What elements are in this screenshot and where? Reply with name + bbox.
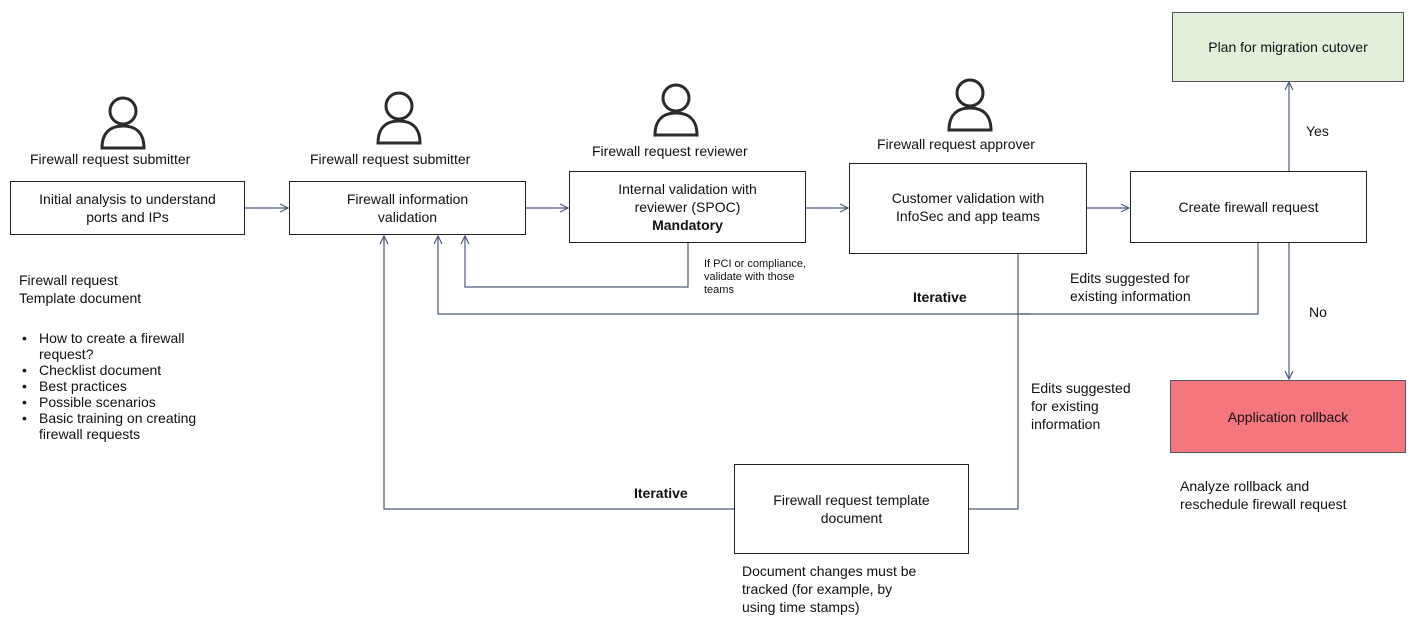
list-item-text: How to create a firewall bbox=[39, 330, 185, 346]
list-item: How to create a firewall request? bbox=[19, 330, 259, 362]
note-text: Template document bbox=[19, 290, 142, 306]
box-text: document bbox=[820, 510, 883, 526]
box-text: validation bbox=[377, 209, 438, 225]
box-text: ports and IPs bbox=[86, 209, 169, 225]
box-text: InfoSec and app teams bbox=[896, 208, 1040, 224]
note-text: using time stamps) bbox=[742, 599, 860, 615]
note-text: Document changes must be bbox=[742, 563, 917, 579]
initial-analysis-box: Initial analysis to understand ports and… bbox=[10, 181, 245, 235]
internal-validation-box: Internal validation with reviewer (SPOC)… bbox=[569, 171, 806, 243]
list-item-text: Possible scenarios bbox=[39, 394, 156, 410]
mandatory-label: Mandatory bbox=[652, 217, 723, 233]
box-text: Customer validation with bbox=[891, 190, 1045, 206]
list-item: Possible scenarios bbox=[19, 394, 259, 410]
note-text: Edits suggested for bbox=[1070, 270, 1190, 286]
pci-note: If PCI or compliance, validate with thos… bbox=[704, 258, 806, 297]
role-label-reviewer: Firewall request reviewer bbox=[592, 143, 748, 159]
yes-label: Yes bbox=[1306, 123, 1329, 139]
list-item: Basic training on creating firewall requ… bbox=[19, 410, 259, 442]
edits-suggested-note: Edits suggested for existing information bbox=[1031, 379, 1131, 433]
document-changes-note: Document changes must be tracked (for ex… bbox=[742, 562, 916, 616]
box-text: Firewall information bbox=[346, 191, 469, 207]
box-text: Plan for migration cutover bbox=[1208, 39, 1368, 55]
note-text: reschedule firewall request bbox=[1180, 496, 1347, 512]
person-icon bbox=[376, 91, 422, 145]
note-text: Firewall request bbox=[19, 272, 118, 288]
list-item-text: firewall requests bbox=[39, 426, 141, 442]
list-item: Best practices bbox=[19, 378, 259, 394]
person-icon bbox=[100, 96, 146, 150]
iterative-label: Iterative bbox=[913, 289, 967, 305]
note-text: tracked (for example, by bbox=[742, 581, 893, 597]
person-icon bbox=[653, 83, 699, 137]
note-text: Edits suggested bbox=[1031, 380, 1131, 396]
list-item-text: Best practices bbox=[39, 378, 127, 394]
template-notes-list: How to create a firewall request? Checkl… bbox=[19, 330, 259, 442]
template-notes-title: Firewall request Template document bbox=[19, 271, 141, 307]
list-item: Checklist document bbox=[19, 362, 259, 378]
note-text: Analyze rollback and bbox=[1180, 478, 1310, 494]
role-label-submitter: Firewall request submitter bbox=[310, 151, 471, 167]
list-item-text: request? bbox=[39, 346, 94, 362]
box-text: Internal validation with bbox=[618, 181, 757, 197]
box-text: reviewer (SPOC) bbox=[634, 199, 741, 215]
box-text: Initial analysis to understand bbox=[39, 191, 216, 207]
template-document-box: Firewall request template document bbox=[734, 464, 969, 554]
box-text: Firewall request template bbox=[773, 492, 930, 508]
loop-customer-to-template bbox=[969, 254, 1019, 510]
loop-create-to-info bbox=[438, 236, 1259, 315]
note-text: If PCI or compliance, bbox=[704, 258, 807, 270]
edits-suggested-note: Edits suggested for existing information bbox=[1070, 269, 1191, 305]
role-label-approver: Firewall request approver bbox=[877, 136, 1035, 152]
box-text: Application rollback bbox=[1227, 408, 1349, 425]
info-validation-box: Firewall information validation bbox=[289, 181, 526, 235]
box-text: Create firewall request bbox=[1178, 199, 1319, 215]
plan-cutover-box: Plan for migration cutover bbox=[1172, 12, 1404, 82]
customer-validation-box: Customer validation with InfoSec and app… bbox=[849, 163, 1087, 254]
note-text: validate with those bbox=[704, 271, 795, 283]
loop-template-to-info bbox=[384, 236, 734, 510]
list-item-text: Checklist document bbox=[39, 362, 162, 378]
loop-internal-to-info bbox=[465, 236, 689, 288]
note-text: for existing bbox=[1031, 398, 1099, 414]
person-icon bbox=[947, 78, 993, 132]
rollback-note: Analyze rollback and reschedule firewall… bbox=[1180, 477, 1347, 513]
rollback-box: Application rollback bbox=[1170, 380, 1406, 453]
list-item-text: Basic training on creating bbox=[39, 410, 197, 426]
iterative-label: Iterative bbox=[634, 485, 688, 501]
note-text: teams bbox=[704, 284, 734, 296]
no-label: No bbox=[1309, 304, 1327, 320]
note-text: information bbox=[1031, 416, 1101, 432]
role-label-submitter: Firewall request submitter bbox=[30, 151, 191, 167]
create-request-box: Create firewall request bbox=[1130, 171, 1367, 243]
note-text: existing information bbox=[1070, 288, 1191, 304]
